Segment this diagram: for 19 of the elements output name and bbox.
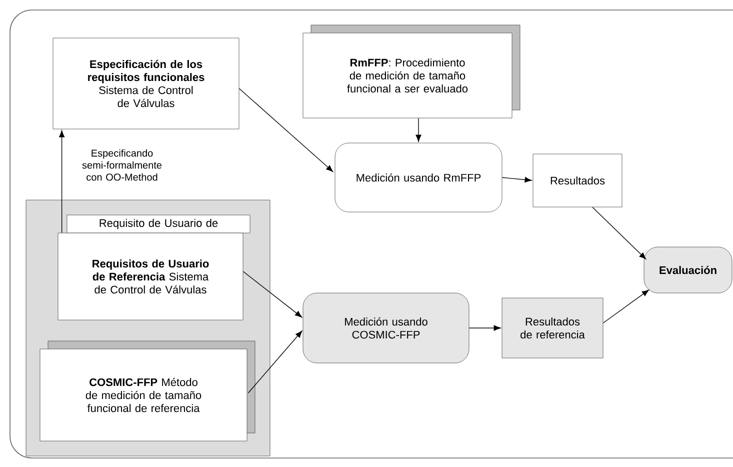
result-box: Resultados de referencia [502,298,604,358]
spec-box: Especificación de los requisitos funcionales Sistema de Control de Válvulas [52,38,240,130]
arrow [592,206,646,260]
arrow [602,290,649,324]
edge-label: Especificando semi-formalmente con OO-Method [71,148,173,182]
arrow [468,325,501,331]
arrow [248,330,302,394]
result-box: Resultados [532,154,622,208]
arrow [502,177,532,182]
back-box: Requisito de Usuario de [66,214,250,234]
document-box: RmFFP: Procedimiento de medición de tamaño funcional a ser evaluado [302,24,520,118]
process-box: Medición usando RmFFP [334,142,502,212]
process-box: Medición usando COSMIC-FFP [302,292,470,364]
arrow [416,118,422,142]
evaluation-box: Evaluación [644,246,732,294]
document-box: COSMIC-FFP Método de medición de tamaño funcional de referencia [40,340,256,442]
arrow [242,271,302,318]
arrow [59,130,65,234]
arrow [238,88,334,172]
